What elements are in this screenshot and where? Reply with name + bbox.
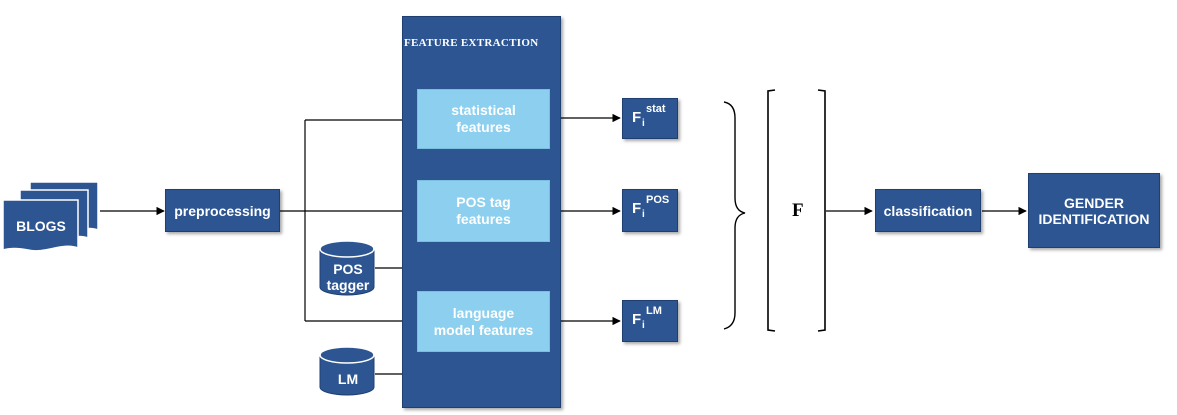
right-bracket: [817, 89, 826, 332]
f-lm-box: F i LM: [622, 300, 678, 342]
statistical-features-line2: features: [456, 119, 511, 135]
pos-tagger-database-icon: [319, 240, 375, 296]
statistical-features-line1: statistical: [451, 102, 516, 118]
curly-brace: [723, 101, 746, 330]
blogs-label: BLOGS: [6, 218, 76, 234]
f-pos-box: F i POS: [622, 189, 678, 232]
f-stat-box: F i stat: [622, 98, 678, 139]
f-stat-base: F: [632, 109, 642, 126]
language-model-features-line2: model features: [433, 321, 534, 338]
blogs-label-text: BLOGS: [16, 218, 66, 234]
pos-tagger-label: POS tagger: [318, 261, 378, 293]
left-bracket: [767, 89, 776, 332]
feature-extraction-title: FEATURE EXTRACTION: [404, 37, 539, 49]
blogs-documents-icon: [2, 181, 99, 252]
pos-tag-features-line1: POS tag: [456, 194, 511, 210]
f-lm-base: F: [632, 311, 642, 328]
preprocessing-box: preprocessing: [165, 189, 280, 232]
gender-identification-box: GENDER IDENTIFICATION: [1028, 173, 1160, 248]
classification-label: classification: [883, 202, 973, 219]
f-pos-sup: POS: [646, 194, 670, 206]
lm-label: LM: [337, 371, 359, 387]
gender-identification-line2: IDENTIFICATION: [1038, 210, 1150, 227]
language-model-features-line1: language: [452, 304, 515, 321]
classification-box: classification: [875, 189, 981, 232]
combined-feature-label: F: [792, 200, 804, 221]
f-lm-sub: i: [642, 320, 645, 331]
f-pos-base: F: [632, 200, 642, 217]
language-model-features-box: language model features: [417, 291, 550, 352]
f-lm-sup: LM: [646, 305, 662, 317]
pos-tagger-line2: tagger: [326, 277, 370, 293]
statistical-features-box: statistical features: [417, 89, 550, 149]
pos-tagger-line1: POS: [333, 261, 363, 277]
lm-database-icon: [319, 346, 375, 396]
pos-tag-features-box: POS tag features: [417, 180, 550, 242]
f-stat-sup: stat: [646, 103, 666, 115]
f-pos-sub: i: [642, 209, 645, 220]
f-stat-sub: i: [642, 118, 645, 129]
pos-tag-features-line2: features: [456, 211, 511, 227]
preprocessing-label: preprocessing: [174, 202, 271, 219]
gender-identification-line1: GENDER: [1064, 194, 1124, 211]
